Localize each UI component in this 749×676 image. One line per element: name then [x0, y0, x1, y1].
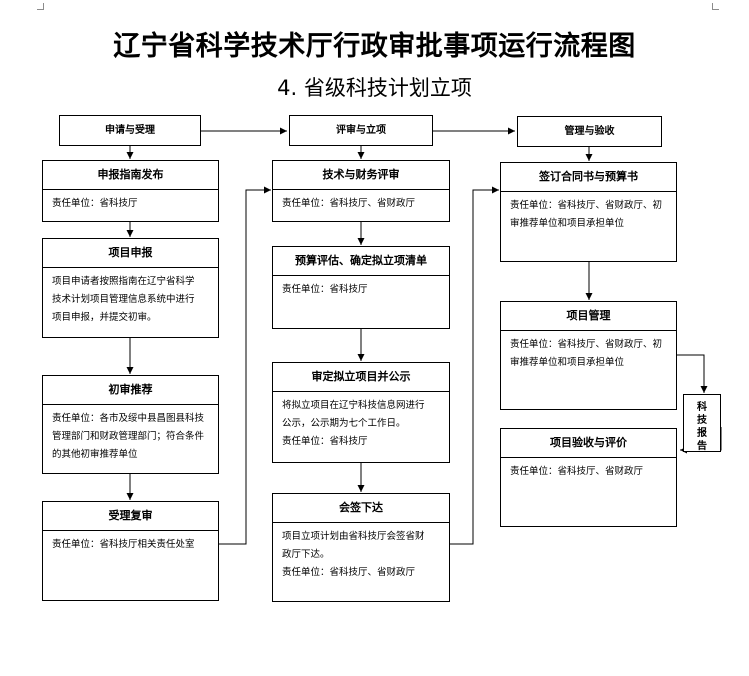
box-approve-publicity: 审定拟立项目并公示 将拟立项目在辽宁科技信息网进行 公示，公示期为七个工作日。 … [272, 362, 450, 463]
header-apply-accept: 申请与受理 [59, 115, 201, 146]
box-project-acceptance: 项目验收与评价 责任单位：省科技厅、省财政厅 [500, 428, 677, 527]
box-title: 申报指南发布 [43, 161, 218, 190]
box-text-line: 审推荐单位和项目承担单位 [510, 357, 625, 368]
box-text-line: 责任单位：省科技厅、省财政厅、初 [510, 200, 663, 211]
report-char: 报 [697, 428, 707, 439]
report-char: 告 [697, 441, 707, 452]
box-title: 项目申报 [43, 239, 218, 268]
header-review-approve: 评审与立项 [289, 115, 433, 146]
box-accept-review: 受理复审 责任单位：省科技厅相关责任处室 [42, 501, 219, 601]
box-title: 受理复审 [43, 502, 218, 531]
box-text-line: 责任单位：省科技厅 [282, 284, 368, 295]
page-title: 辽宁省科学技术厅行政审批事项运行流程图 [113, 31, 636, 62]
box-prelim-recommend: 初审推荐 责任单位：各市及绥中县昌图县科技 管理部门和财政管理部门；符合条件 的… [42, 375, 219, 474]
box-title: 项目验收与评价 [501, 429, 676, 458]
box-text-line: 公示，公示期为七个工作日。 [282, 418, 406, 429]
box-budget-evaluate: 预算评估、确定拟立项清单 责任单位：省科技厅 [272, 246, 450, 329]
connector-projmgmt-to-report [677, 354, 708, 393]
box-title: 预算评估、确定拟立项清单 [273, 247, 449, 276]
connector-accept-to-tech [219, 186, 271, 545]
box-title: 会签下达 [273, 494, 449, 523]
box-text-line: 责任单位：省科技厅 [52, 198, 138, 209]
box-text-line: 技术计划项目管理信息系统中进行 [52, 294, 195, 305]
connector-issue-to-contract [450, 186, 499, 545]
box-text-line: 管理部门和财政管理部门；符合条件 [52, 431, 205, 442]
box-text-line: 的其他初审推荐单位 [52, 449, 138, 460]
box-title: 技术与财务评审 [273, 161, 449, 190]
report-char: 科 [697, 402, 707, 413]
box-text-line: 责任单位：省科技厅、省财政厅 [282, 198, 416, 209]
box-text-line: 将拟立项目在辽宁科技信息网进行 [282, 400, 425, 411]
box-text-line: 责任单位：省科技厅 [282, 436, 368, 447]
box-text-line: 项目立项计划由省科技厅会签省财 [282, 531, 425, 542]
box-countersign-issue: 会签下达 项目立项计划由省科技厅会签省财 政厅下达。 责任单位：省科技厅、省财政… [272, 493, 450, 602]
page-subtitle: 4. 省级科技计划立项 [277, 76, 472, 100]
box-text-line: 审推荐单位和项目承担单位 [510, 218, 625, 229]
page-corner-mark-right [712, 3, 719, 10]
box-guide-release: 申报指南发布 责任单位：省科技厅 [42, 160, 219, 222]
box-text-line: 责任单位：各市及绥中县昌图县科技 [52, 413, 205, 424]
box-title: 初审推荐 [43, 376, 218, 405]
page-corner-mark-left [37, 3, 44, 10]
box-text-line: 责任单位：省科技厅、省财政厅 [282, 567, 416, 578]
box-text-line: 责任单位：省科技厅相关责任处室 [52, 539, 195, 550]
box-sign-contract: 签订合同书与预算书 责任单位：省科技厅、省财政厅、初 审推荐单位和项目承担单位 [500, 162, 677, 262]
box-title: 签订合同书与预算书 [501, 163, 676, 192]
box-tech-finance-review: 技术与财务评审 责任单位：省科技厅、省财政厅 [272, 160, 450, 222]
box-text-line: 项目申报，并提交初审。 [52, 312, 157, 323]
box-project-management: 项目管理 责任单位：省科技厅、省财政厅、初 审推荐单位和项目承担单位 [500, 301, 677, 410]
box-title: 审定拟立项目并公示 [273, 363, 449, 392]
box-text-line: 项目申请者按照指南在辽宁省科学 [52, 276, 195, 287]
report-char: 技 [697, 415, 707, 426]
box-text-line: 责任单位：省科技厅、省财政厅 [510, 466, 644, 477]
box-title: 项目管理 [501, 302, 676, 331]
box-project-declare: 项目申报 项目申请者按照指南在辽宁省科学 技术计划项目管理信息系统中进行 项目申… [42, 238, 219, 338]
box-text-line: 政厅下达。 [282, 549, 330, 560]
box-tech-report: 科 技 报 告 [683, 394, 721, 452]
header-manage-accept: 管理与验收 [517, 116, 662, 147]
box-text-line: 责任单位：省科技厅、省财政厅、初 [510, 339, 663, 350]
